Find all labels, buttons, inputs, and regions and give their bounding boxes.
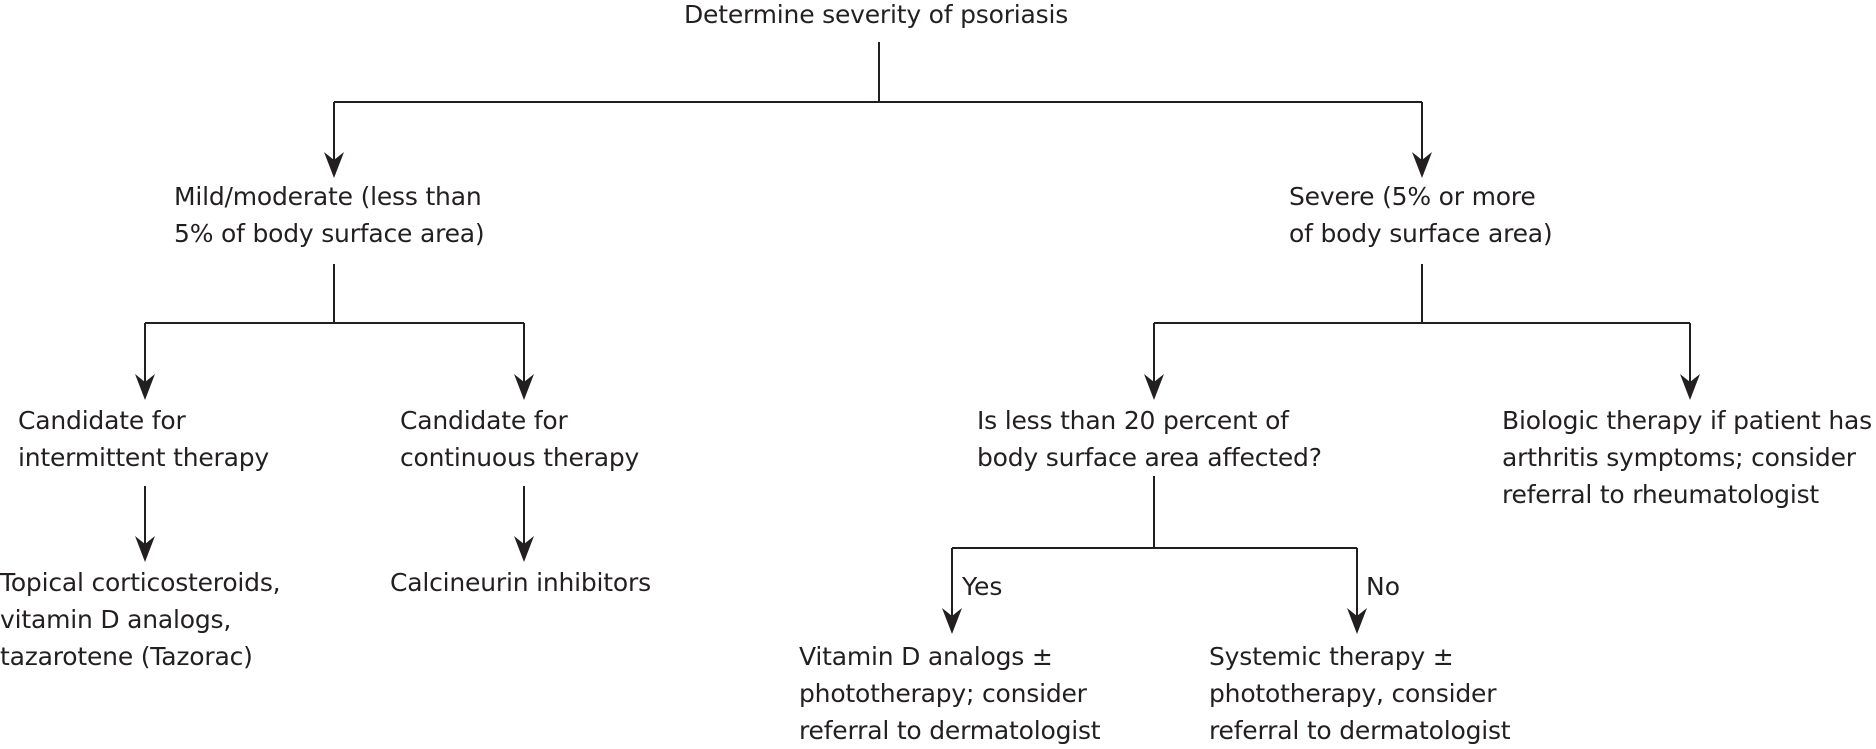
node-systemic-line: phototherapy, consider	[1209, 679, 1497, 708]
node-vitamin-d-line: referral to dermatologist	[799, 716, 1101, 745]
node-intermittent: Candidate for intermittent therapy	[18, 402, 269, 476]
node-severe-line: Severe (5% or more	[1289, 182, 1536, 211]
edge-mild-continuous-arrowhead	[514, 374, 534, 400]
node-biologic-line: arthritis symptoms; consider	[1502, 443, 1856, 472]
node-continuous: Candidate for continuous therapy	[400, 402, 639, 476]
edge-root-severe-arrowhead	[1412, 152, 1432, 178]
node-biologic: Biologic therapy if patient has arthriti…	[1502, 402, 1872, 513]
node-severe: Severe (5% or more of body surface area)	[1289, 178, 1553, 252]
node-mild-line: Mild/moderate (less than	[174, 182, 482, 211]
node-systemic-line: Systemic therapy ±	[1209, 642, 1454, 671]
edge-intermittent-topical-arrowhead	[135, 536, 155, 562]
node-biologic-line: referral to rheumatologist	[1502, 480, 1820, 509]
node-systemic-line: referral to dermatologist	[1209, 716, 1511, 745]
node-vitamin-d-line: phototherapy; consider	[799, 679, 1087, 708]
edge-label-yes: Yes	[962, 572, 1003, 601]
edge-continuous-calcineurin-arrowhead	[514, 536, 534, 562]
node-bsa-question: Is less than 20 percent of body surface …	[977, 402, 1322, 476]
node-continuous-line: continuous therapy	[400, 443, 640, 472]
node-mild: Mild/moderate (less than 5% of body surf…	[174, 178, 485, 252]
node-systemic: Systemic therapy ± phototherapy, conside…	[1209, 638, 1511, 749]
edge-mild-intermittent-arrowhead	[135, 374, 155, 400]
node-topical: Topical corticosteroids, vitamin D analo…	[0, 564, 281, 675]
node-biologic-line: Biologic therapy if patient has	[1502, 406, 1872, 435]
edge-root-mild-arrowhead	[324, 152, 344, 178]
node-intermittent-line: intermittent therapy	[18, 443, 269, 472]
node-vitamin-d-line: Vitamin D analogs ±	[799, 642, 1053, 671]
node-topical-line: Topical corticosteroids,	[0, 568, 281, 597]
edge-bsa-question-yes-arrowhead	[942, 608, 962, 634]
node-topical-line: tazarotene (Tazorac)	[0, 642, 253, 671]
node-bsa-question-line: body surface area affected?	[977, 443, 1322, 472]
node-bsa-question-line: Is less than 20 percent of	[977, 406, 1289, 435]
node-intermittent-line: Candidate for	[18, 406, 186, 435]
edge-label-no: No	[1366, 572, 1400, 601]
node-continuous-line: Candidate for	[400, 406, 568, 435]
node-root-line: Determine severity of psoriasis	[684, 0, 1069, 29]
edge-severe-bsa-question-arrowhead	[1144, 374, 1164, 400]
edge-bsa-question-no-arrowhead	[1347, 608, 1367, 634]
edge-severe-biologic-arrowhead	[1680, 374, 1700, 400]
node-calcineurin: Calcineurin inhibitors	[390, 564, 651, 601]
node-root: Determine severity of psoriasis	[684, 0, 1068, 33]
node-topical-line: vitamin D analogs,	[0, 605, 232, 634]
node-vitamin-d: Vitamin D analogs ± phototherapy; consid…	[799, 638, 1101, 749]
node-mild-line: 5% of body surface area)	[174, 219, 485, 248]
node-calcineurin-line: Calcineurin inhibitors	[390, 568, 651, 597]
node-severe-line: of body surface area)	[1289, 219, 1553, 248]
